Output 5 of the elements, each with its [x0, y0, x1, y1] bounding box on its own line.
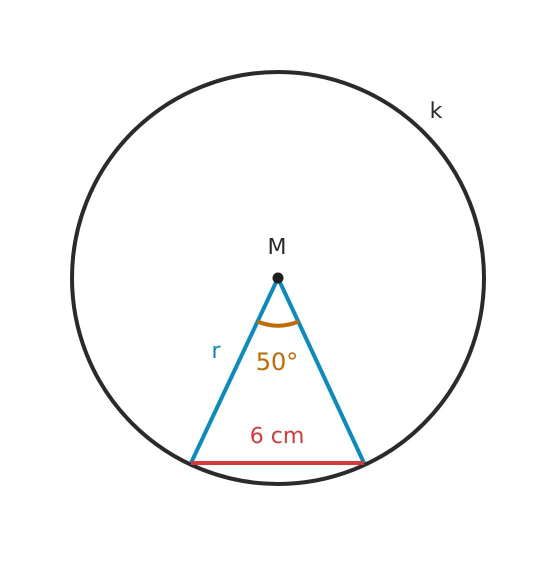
radius-label: r: [211, 341, 221, 363]
circle-label: k: [430, 101, 442, 123]
point-label: M: [268, 237, 286, 259]
length-label: 6 cm: [250, 426, 304, 448]
angle-label: 50°: [256, 350, 298, 374]
